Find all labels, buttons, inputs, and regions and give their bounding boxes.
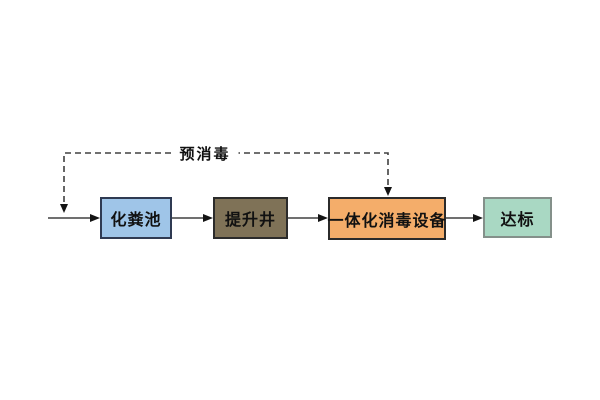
arrowhead-inlet [90,214,100,222]
bypass-left-segment [63,152,176,202]
bypass-label-pre-disinfection: 预消毒 [171,143,239,164]
node-standard-reached: 达标 [483,197,552,238]
node-lift-well: 提升井 [213,197,288,239]
arrowhead-bypass-inlet-down [60,204,68,213]
arrowhead-lift-disinfect [318,214,328,222]
arrowhead-bypass-disinfect-down [384,187,392,196]
arrowhead-septic-lift [203,214,213,222]
arrowhead-disinfect-standard [473,214,483,222]
bypass-right-segment [234,152,389,187]
node-disinfection-equipment: 一体化消毒设备 [328,197,446,240]
node-septic-tank: 化粪池 [100,197,172,239]
